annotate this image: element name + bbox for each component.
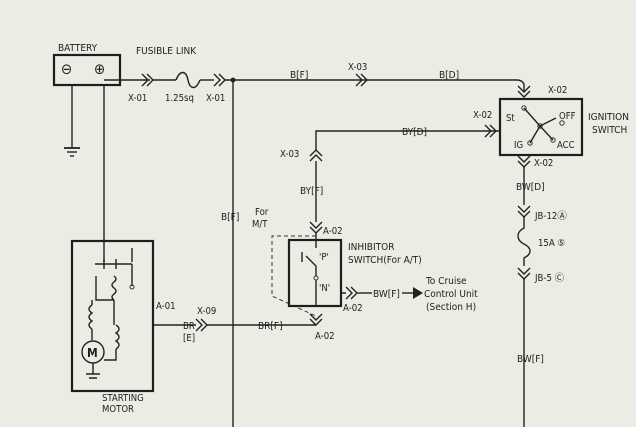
wire-battery-positive xyxy=(103,79,150,88)
connector-jb12: JB-12Ⓐ xyxy=(534,211,567,222)
connector-x02-c: X-02 xyxy=(534,158,553,169)
cruise-label-3: (Section H) xyxy=(426,302,476,313)
cruise-arrow xyxy=(413,287,423,299)
battery-label: BATTERY xyxy=(58,43,98,54)
connector-x02-a: X-02 xyxy=(548,85,567,96)
connector-a01: A-01 xyxy=(156,301,176,312)
starting-motor-label-1: STARTING xyxy=(102,393,144,404)
fuse-15a-symbol xyxy=(517,217,531,266)
motor-symbol: M xyxy=(87,346,98,360)
wire-byf-label: BY[F] xyxy=(300,186,323,197)
battery-positive-terminal: ⊕ xyxy=(94,60,105,78)
connector-x09-symbol xyxy=(195,318,208,332)
connector-jb5: JB-5 Ⓒ xyxy=(534,273,565,284)
ignition-switch-label-1: IGNITION xyxy=(588,112,629,123)
connector-jb12-symbol xyxy=(517,205,531,218)
cruise-label-1: To Cruise xyxy=(425,276,467,287)
wire-bwd-label: BW[D] xyxy=(516,182,545,193)
inhibitor-n: 'N' xyxy=(319,283,330,294)
field-coil-right xyxy=(114,324,120,350)
connector-x03-left-symbol xyxy=(309,149,323,162)
connector-x01-right-symbol xyxy=(213,73,226,87)
connector-x01-right: X-01 xyxy=(206,93,225,104)
inhibitor-p: 'P' xyxy=(319,252,329,263)
field-coil-left xyxy=(88,304,94,330)
wire-bf-top: B[F] xyxy=(290,70,308,81)
connector-x01-left: X-01 xyxy=(128,93,147,104)
starting-motor-label-2: MOTOR xyxy=(102,404,134,415)
connector-x02-c-symbol xyxy=(517,155,531,168)
wire-bf-vertical-label: B[F] xyxy=(221,212,239,223)
solenoid-coil xyxy=(111,275,117,301)
fusible-link-symbol xyxy=(175,71,201,89)
connector-a02-right-symbol xyxy=(341,286,358,300)
starting-motor: M xyxy=(70,239,155,393)
inhibitor-switch: 'P' 'N' xyxy=(287,233,343,308)
mt-bypass-dashed xyxy=(271,235,317,317)
wire-byd xyxy=(315,130,500,150)
cruise-label-2: Control Unit xyxy=(424,289,478,300)
connector-x03-top: X-03 xyxy=(348,62,367,73)
connector-x03-top-symbol xyxy=(355,73,368,87)
fusible-link-wire-size: 1.25sq xyxy=(165,93,194,104)
connector-jb5-symbol xyxy=(517,267,531,280)
fusible-link-label: FUSIBLE LINK xyxy=(136,46,197,57)
connector-a02-top-symbol xyxy=(309,221,323,234)
connector-x09: X-09 xyxy=(197,306,216,317)
for-mt-label-1: For xyxy=(255,207,269,218)
ignition-off: OFF xyxy=(559,111,576,122)
connector-a02-right: A-02 xyxy=(343,303,363,314)
connector-a02-bottom-symbol xyxy=(309,313,323,326)
connector-x02-top-symbol xyxy=(517,85,531,98)
ignition-switch: St OFF IG ACC xyxy=(498,97,584,157)
battery: BATTERY ⊖ ⊕ xyxy=(52,43,122,87)
connector-a02-bottom: A-02 xyxy=(315,331,335,342)
wire-bwf-right-label: BW[F] xyxy=(517,354,544,365)
wire-brf-label: BR[F] xyxy=(258,321,283,332)
wire-br-label-1: BR xyxy=(183,321,195,332)
fuse-15a: 15A ⑤ xyxy=(538,238,565,249)
ignition-st: St xyxy=(506,113,515,124)
inhibitor-label-2: SWITCH(For A/T) xyxy=(348,255,422,266)
wire-bd-top: B[D] xyxy=(439,70,459,81)
connector-x02-b: X-02 xyxy=(473,110,492,121)
connector-a02-top: A-02 xyxy=(323,226,343,237)
battery-ground xyxy=(64,85,80,157)
wire-byd-label: BY[D] xyxy=(402,127,427,138)
ignition-ig: IG xyxy=(514,140,523,151)
ignition-acc: ACC xyxy=(557,140,575,151)
wire-bwf-cruise: BW[F] xyxy=(373,289,400,300)
battery-negative-terminal: ⊖ xyxy=(61,60,72,78)
wire-br-label-2: [E] xyxy=(183,333,195,344)
connector-x03-left: X-03 xyxy=(280,149,299,160)
ignition-switch-label-2: SWITCH xyxy=(592,125,627,136)
for-mt-label-2: M/T xyxy=(252,219,268,230)
inhibitor-label-1: INHIBITOR xyxy=(348,242,394,253)
